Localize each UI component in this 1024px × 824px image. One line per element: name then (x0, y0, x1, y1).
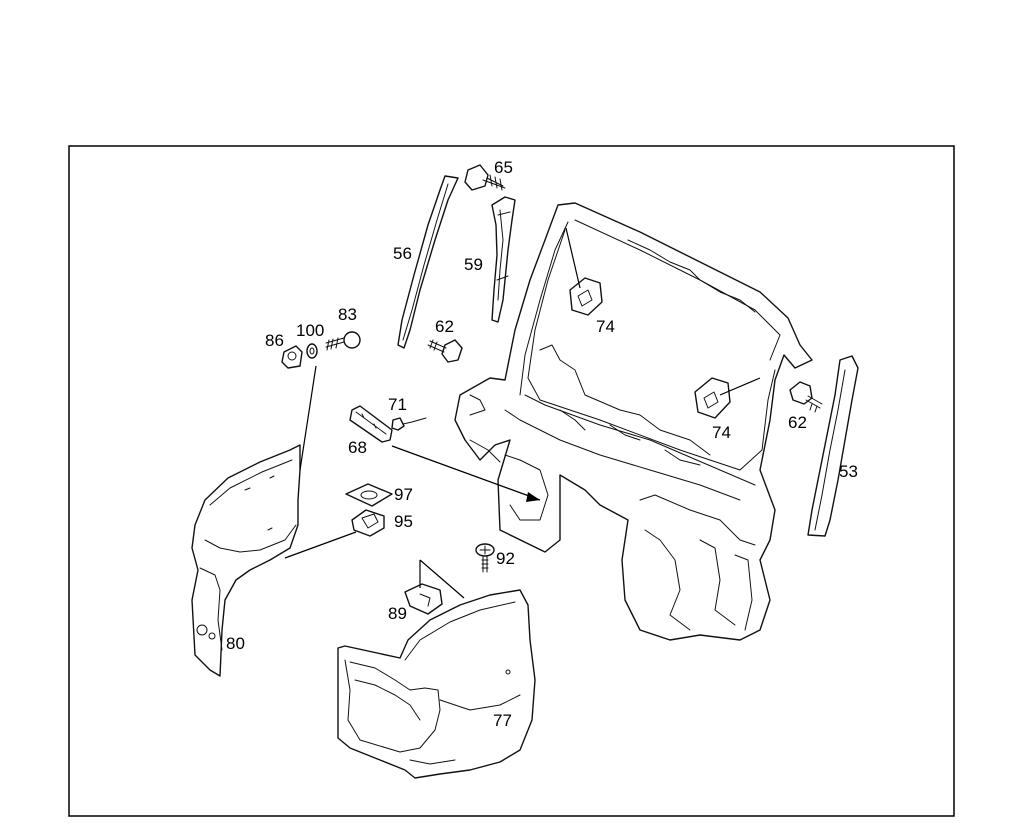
label-80: 80 (226, 634, 245, 653)
label-74-lower: 74 (712, 423, 731, 442)
label-100: 100 (296, 321, 324, 340)
label-65: 65 (494, 158, 513, 177)
screw-65 (464, 164, 506, 191)
front-frame-structure (454, 202, 813, 641)
plate-68 (349, 405, 393, 443)
label-95: 95 (394, 512, 413, 531)
pillar-trim-53 (807, 355, 859, 537)
clip-74-upper (569, 277, 603, 316)
leader-lines (284, 227, 761, 599)
screw-83 (325, 331, 361, 351)
part-labels: 65 56 59 83 100 86 62 74 74 62 71 68 97 … (226, 158, 858, 730)
washer-100 (306, 343, 318, 359)
fender-77 (337, 589, 536, 779)
label-53: 53 (839, 462, 858, 481)
gasket-97 (345, 483, 393, 507)
label-71: 71 (388, 395, 407, 414)
screw-92 (475, 543, 495, 573)
clip-95 (351, 509, 385, 537)
clip-74-lower (694, 377, 731, 419)
pillar-trim-56 (397, 175, 459, 349)
label-59: 59 (464, 255, 483, 274)
diagram-frame (68, 145, 955, 817)
label-83: 83 (338, 305, 357, 324)
label-74-upper: 74 (596, 317, 615, 336)
label-62-left: 62 (435, 317, 454, 336)
clip-nut-86 (281, 345, 303, 369)
label-62-right: 62 (788, 413, 807, 432)
label-97: 97 (394, 485, 413, 504)
screw-62-left (427, 339, 463, 363)
screw-71 (391, 417, 427, 431)
bracket-89 (404, 583, 443, 615)
label-89: 89 (388, 604, 407, 623)
label-77: 77 (493, 711, 512, 730)
label-56: 56 (393, 244, 412, 263)
screw-62-right (789, 381, 823, 413)
label-68: 68 (348, 438, 367, 457)
wheel-liner-80 (191, 444, 301, 677)
bracket-59 (491, 196, 516, 323)
label-92: 92 (496, 549, 515, 568)
label-86: 86 (265, 331, 284, 350)
